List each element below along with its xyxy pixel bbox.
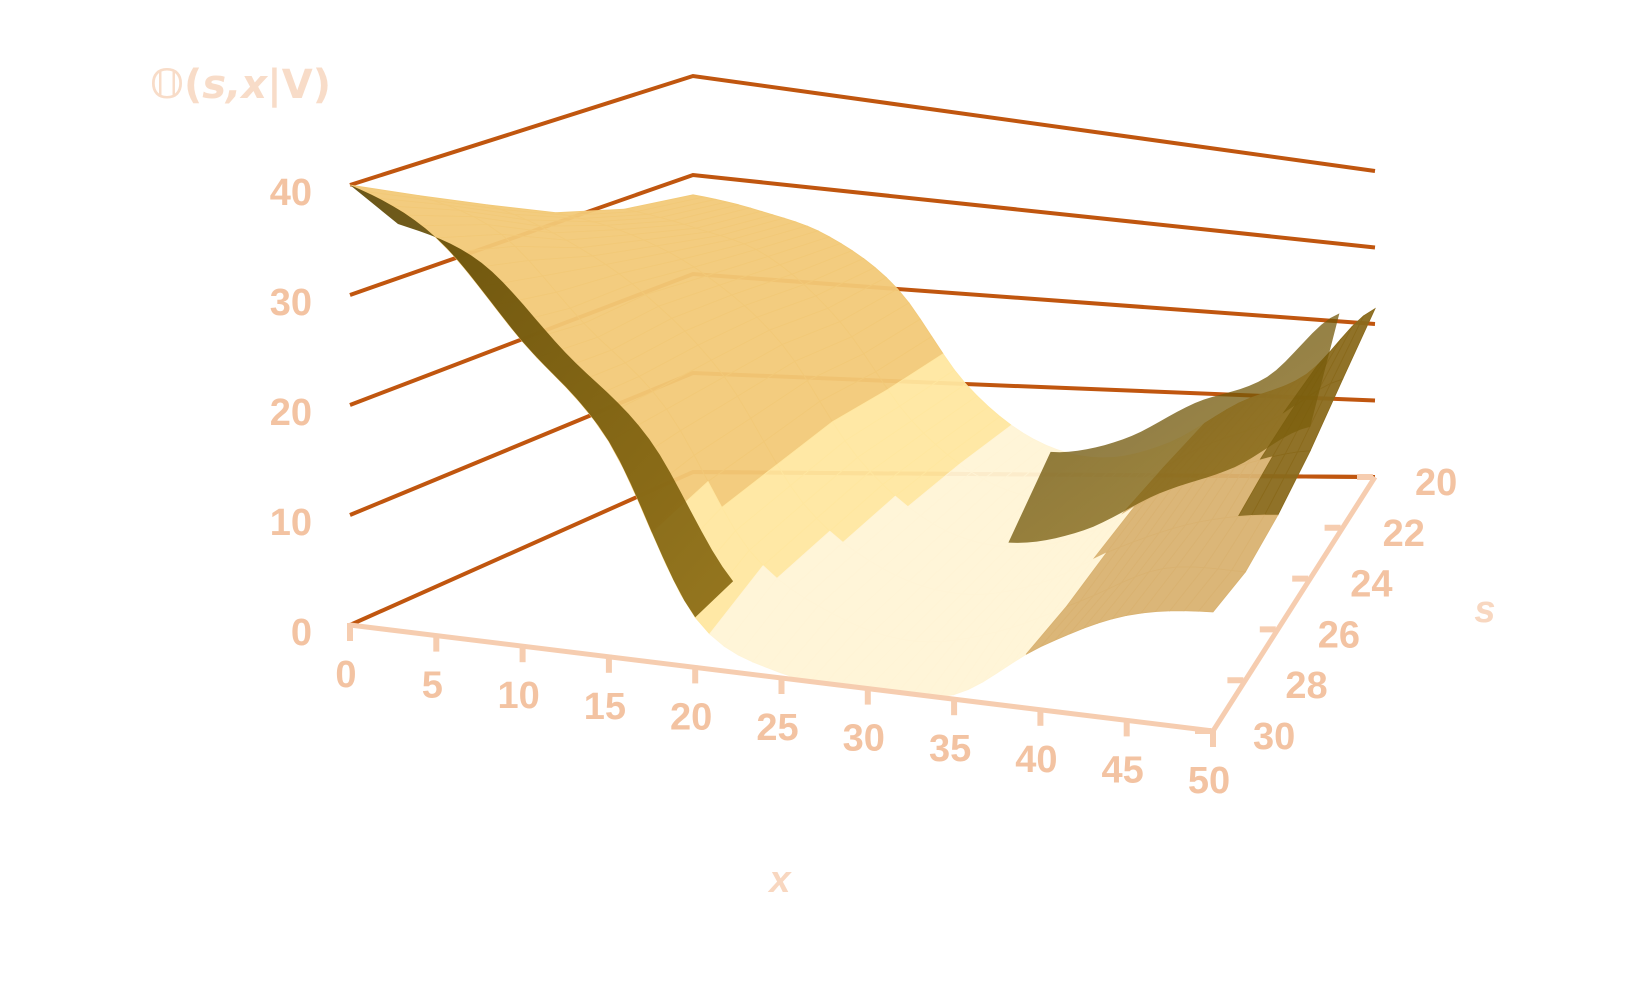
x-tick-label-25: 25 xyxy=(756,707,798,749)
surface-underside-left xyxy=(350,185,734,618)
x-axis-label: x xyxy=(767,859,792,901)
x-tick-label-15: 15 xyxy=(584,686,626,728)
x-tick-label-5: 5 xyxy=(422,665,443,707)
z-tick-label-10: 10 xyxy=(270,502,312,544)
x-tick-label-30: 30 xyxy=(843,718,885,760)
s-tick-label-20: 20 xyxy=(1415,462,1457,504)
axes: 0 5 10 15 20 25 30 35 40 45 50 20 22 24 26 28 30 0 10 20 30 4… xyxy=(270,172,1458,802)
s-axis-line xyxy=(1210,475,1378,733)
surface-underside-right xyxy=(1008,313,1340,543)
x-tick-label-45: 45 xyxy=(1102,749,1144,791)
x-tick-label-10: 10 xyxy=(497,675,539,717)
s-tick-label-24: 24 xyxy=(1350,564,1392,606)
s-tick-label-28: 28 xyxy=(1285,665,1327,707)
surface-patch xyxy=(1197,570,1247,613)
x-tick-label-50: 50 xyxy=(1188,760,1230,802)
x-tick-label-35: 35 xyxy=(929,728,971,770)
s-tick-label-26: 26 xyxy=(1318,614,1360,656)
x-tick-label-40: 40 xyxy=(1015,739,1057,781)
s-tick-label-30: 30 xyxy=(1253,716,1295,758)
x-tick-label-0: 0 xyxy=(335,654,356,696)
x-tick-label-20: 20 xyxy=(670,696,712,738)
grid-line-z-40 xyxy=(349,73,1376,187)
surface xyxy=(349,184,1376,698)
s-axis-label: s xyxy=(1474,589,1495,631)
z-tick-label-30: 30 xyxy=(270,282,312,324)
z-tick-label-40: 40 xyxy=(270,172,312,214)
z-tick-label-0: 0 xyxy=(291,612,312,654)
z-tick-label-20: 20 xyxy=(270,392,312,434)
s-tick-label-22: 22 xyxy=(1383,513,1425,555)
z-axis-label: 𝕆(s,x|V) xyxy=(150,62,331,109)
